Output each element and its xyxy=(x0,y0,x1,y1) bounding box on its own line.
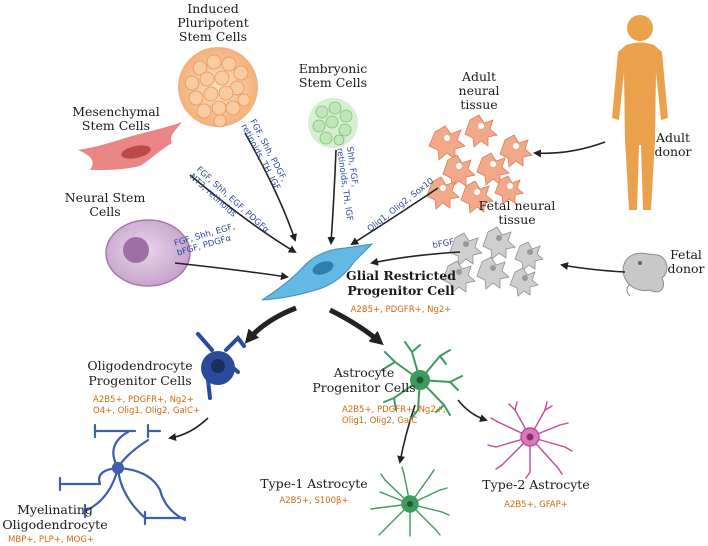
fetal-neural-tissue-icon xyxy=(442,226,544,297)
msc-title-line1: Mesenchymal xyxy=(72,104,159,119)
ipsc-title-line1: Induced xyxy=(187,1,238,16)
apc-markers-line1: A2B5+, PDGFR+, Ng2+, xyxy=(342,405,446,415)
opc-cell-icon xyxy=(196,332,246,400)
fetal-tissue-factors: bFGF xyxy=(432,237,455,251)
myelin-title-line1: Myelinating xyxy=(17,502,93,517)
myelinating-oligodendrocyte-icon xyxy=(58,423,187,526)
adult-tissue-title-line3: tissue xyxy=(460,97,497,112)
ipsc-cell-cluster-icon xyxy=(178,47,258,128)
adult-neural-tissue-icon xyxy=(426,114,533,214)
msc-cell-icon xyxy=(78,122,182,170)
esc-cell-cluster-icon xyxy=(308,98,358,148)
glial-progenitor-cell-icon xyxy=(261,243,374,301)
opc-title-line2: Progenitor Cells xyxy=(88,373,191,388)
adult-tissue-title-line1: Adult xyxy=(461,69,496,84)
apc-title-line2: Progenitor Cells xyxy=(312,380,415,395)
big-arrows-layer xyxy=(244,305,384,346)
fetal-tissue-title-line2: tissue xyxy=(498,212,535,227)
type2-title: Type-2 Astrocyte xyxy=(482,477,589,492)
type2-astrocyte-icon xyxy=(487,401,573,479)
fetal-donor-icon xyxy=(622,252,668,297)
fetal-donor-line2: donor xyxy=(667,261,704,276)
msc-title-line2: Stem Cells xyxy=(82,118,150,133)
type2-markers: A2B5+, GFAP+ xyxy=(504,500,568,510)
nsc-title-line2: Cells xyxy=(89,204,120,219)
adult-tissue-factors: Olig1, Olig2, Sox10 xyxy=(366,176,436,234)
fetal-donor-line1: Fetal xyxy=(670,247,702,262)
fetal-tissue-title-line1: Fetal neural xyxy=(479,198,556,213)
apc-cell-icon xyxy=(381,341,463,421)
nsc-cell-icon xyxy=(105,219,191,287)
opc-title-line1: Oligodendrocyte xyxy=(87,358,192,373)
opc-markers-line2: O4+, Olig1, Olig2, GalC+ xyxy=(93,406,200,416)
adult-donor-line2: donor xyxy=(654,144,691,159)
myelin-title-line2: Oligodendrocyte xyxy=(2,517,107,532)
apc-markers-line2: Olig1, Olig2, GalC xyxy=(342,416,417,426)
gpc-title-line2: Progenitor Cell xyxy=(347,283,455,298)
adult-tissue-title-line2: neural xyxy=(459,83,500,98)
opc-markers-line1: A2B5+, PDGFR+, Ng2+ xyxy=(93,395,194,405)
type1-astrocyte-icon xyxy=(370,466,450,537)
type1-title: Type-1 Astrocyte xyxy=(260,476,367,491)
esc-title-line1: Embryonic xyxy=(299,61,368,76)
ipsc-title-line3: Stem Cells xyxy=(179,29,247,44)
myelin-markers: MBP+, PLP+, MOG+ xyxy=(8,535,94,545)
gpc-title-line1: Glial Restricted xyxy=(346,268,456,283)
ipsc-title-line2: Pluripotent xyxy=(177,15,248,30)
adult-donor-line1: Adult xyxy=(655,130,690,145)
nsc-title-line1: Neural Stem xyxy=(65,190,146,205)
adult-donor-icon xyxy=(612,15,668,210)
esc-title-line2: Stem Cells xyxy=(299,75,367,90)
gpc-markers: A2B5+, PDGFR+, Ng2+ xyxy=(351,305,452,315)
type1-markers: A2B5+, S100β+ xyxy=(279,496,348,506)
apc-title-line1: Astrocyte xyxy=(333,365,394,380)
arrows-layer xyxy=(168,132,626,464)
